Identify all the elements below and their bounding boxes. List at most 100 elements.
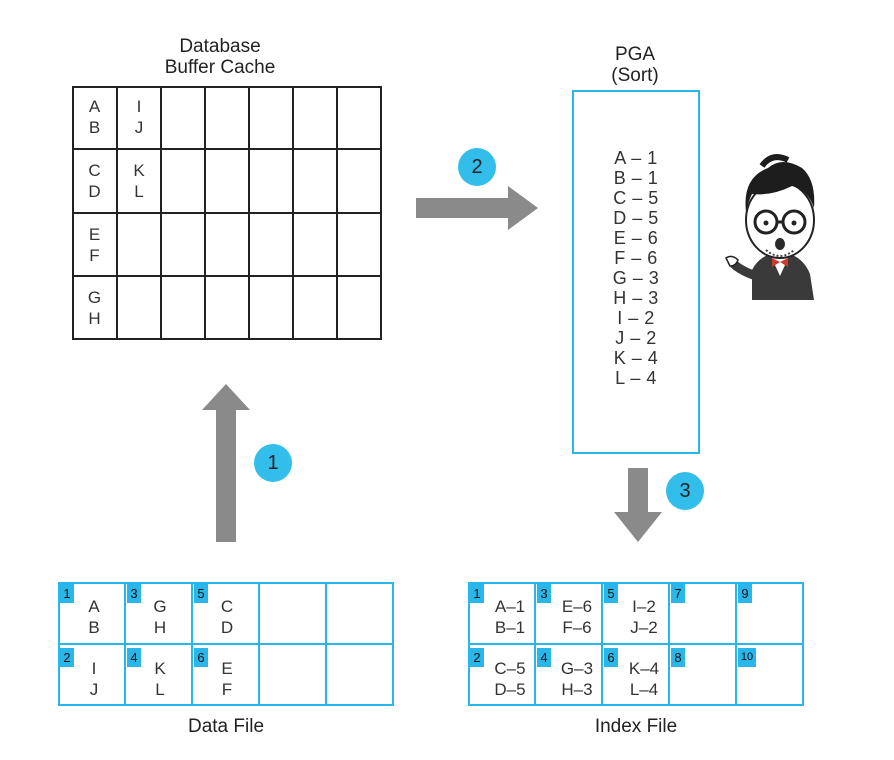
buffer-cache-title: Database Buffer Cache [120, 36, 320, 78]
pga-entry: G – 3 [612, 268, 660, 288]
buffer-cache-title-line2: Buffer Cache [164, 57, 276, 78]
buffer-cell-line: L [134, 182, 144, 201]
data-file-grid: 1 A B 3 G H 5 C D 2 I J 4 K L 6 E F [58, 582, 394, 706]
index-file-grid: 1 A–1 B–1 3 E–6 F–6 5 I–2 J–2 7 9 2 C–5 … [468, 582, 804, 706]
arrow-right-icon [416, 186, 538, 230]
pga-entry: E – 6 [613, 228, 659, 248]
block-number-badge: 10 [738, 648, 756, 667]
data-file-cell: E F [215, 658, 239, 700]
pga-entry: A – 1 [614, 148, 658, 168]
index-file-cell-line: D–5 [494, 680, 526, 699]
index-file-cell: C–5 D–5 [488, 658, 532, 700]
index-file-cell-line: H–3 [561, 680, 593, 699]
buffer-cell: A B [72, 96, 117, 138]
block-number-badge: 3 [537, 584, 551, 603]
data-file-label: Data File [187, 716, 265, 737]
buffer-cell-line: C [88, 161, 101, 180]
pga-entry: H – 3 [613, 288, 659, 308]
data-file-cell-line: F [221, 680, 233, 699]
buffer-cell-line: G [87, 288, 102, 307]
data-file-cell-line: G [153, 597, 167, 616]
pga-entry: L – 4 [615, 368, 657, 388]
index-file-cell-line: B–1 [494, 618, 526, 637]
index-file-cell-line: K–4 [628, 659, 660, 678]
data-file-cell-line: H [153, 618, 167, 637]
data-file-gridlines [58, 582, 394, 706]
buffer-cell: K L [117, 160, 161, 202]
data-file-cell-line: C [220, 597, 234, 616]
arrow-down-icon [614, 468, 662, 542]
data-file-cell: I J [82, 658, 106, 700]
data-file-cell: G H [148, 596, 172, 638]
index-file-cell: G–3 H–3 [555, 658, 599, 700]
index-file-cell: A–1 B–1 [488, 596, 532, 638]
pga-entry: K – 4 [613, 348, 659, 368]
block-number-badge: 6 [604, 648, 618, 667]
data-file-cell-line: B [88, 618, 100, 637]
index-file-cell-line: A–1 [494, 597, 526, 616]
buffer-cell-line: H [88, 309, 101, 328]
professor-character-icon [725, 154, 815, 300]
step-3-badge: 3 [666, 472, 704, 510]
buffer-cell-line: E [88, 225, 101, 244]
index-file-cell-line: C–5 [494, 659, 526, 678]
buffer-cell-line: F [89, 246, 100, 265]
block-number-badge: 4 [537, 648, 551, 667]
pga-box: A – 1 B – 1 C – 5 D – 5 E – 6 F – 6 G – … [572, 90, 700, 454]
pga-entry: I – 2 [617, 308, 655, 328]
block-number-badge: 1 [60, 584, 74, 603]
pga-entry: B – 1 [613, 168, 659, 188]
buffer-cell: I J [117, 96, 161, 138]
buffer-cache-grid: A B C D E F G H I J K L [72, 86, 382, 340]
data-file-cell-line: L [155, 680, 165, 699]
pga-title-line2: (Sort) [611, 65, 659, 86]
buffer-cell-line: D [88, 182, 101, 201]
index-file-label: Index File [594, 716, 678, 737]
index-file-cell: E–6 F–6 [555, 596, 599, 638]
step-1-badge: 1 [254, 444, 292, 482]
pga-entry: D – 5 [613, 208, 659, 228]
pga-title-line1: PGA [614, 44, 656, 65]
data-file-cell-line: I [91, 659, 97, 678]
index-file-cell-line: E–6 [561, 597, 593, 616]
index-file-cell-line: F–6 [562, 618, 592, 637]
block-number-badge: 7 [671, 584, 685, 603]
index-file-gridlines [468, 582, 804, 706]
pga-entry: F – 6 [614, 248, 658, 268]
index-file-cell: I–2 J–2 [622, 596, 666, 638]
block-number-badge: 8 [671, 648, 685, 667]
buffer-cell: C D [72, 160, 117, 202]
buffer-cache-title-line1: Database [179, 36, 261, 57]
index-file-cell-line: G–3 [560, 659, 594, 678]
index-file-cell: K–4 L–4 [622, 658, 666, 700]
data-file-cell-line: K [154, 659, 166, 678]
pga-entry: J – 2 [615, 328, 657, 348]
buffer-cache-gridlines [72, 86, 382, 340]
data-file-cell-line: J [89, 680, 99, 699]
index-file-cell-line: I–2 [632, 597, 656, 616]
buffer-cell-line: A [88, 97, 101, 116]
data-file-cell: K L [148, 658, 172, 700]
pga-entry: C – 5 [613, 188, 659, 208]
block-number-badge: 2 [470, 648, 484, 667]
data-file-cell: C D [215, 596, 239, 638]
block-number-badge: 5 [604, 584, 618, 603]
block-number-badge: 3 [127, 584, 141, 603]
arrow-up-icon [202, 384, 250, 542]
data-file-cell-line: A [88, 597, 100, 616]
buffer-cell-line: K [133, 161, 145, 180]
buffer-cell: G H [72, 287, 117, 329]
index-file-cell-line: L–4 [629, 680, 659, 699]
block-number-badge: 6 [194, 648, 208, 667]
pga-title: PGA (Sort) [560, 44, 710, 86]
block-number-badge: 9 [738, 584, 752, 603]
data-file-cell-line: D [220, 618, 234, 637]
buffer-cell-line: B [88, 118, 101, 137]
block-number-badge: 2 [60, 648, 74, 667]
buffer-cell-line: J [134, 118, 144, 137]
block-number-badge: 5 [194, 584, 208, 603]
buffer-cell: E F [72, 224, 117, 266]
block-number-badge: 1 [470, 584, 484, 603]
data-file-cell-line: E [221, 659, 233, 678]
data-file-cell: A B [82, 596, 106, 638]
